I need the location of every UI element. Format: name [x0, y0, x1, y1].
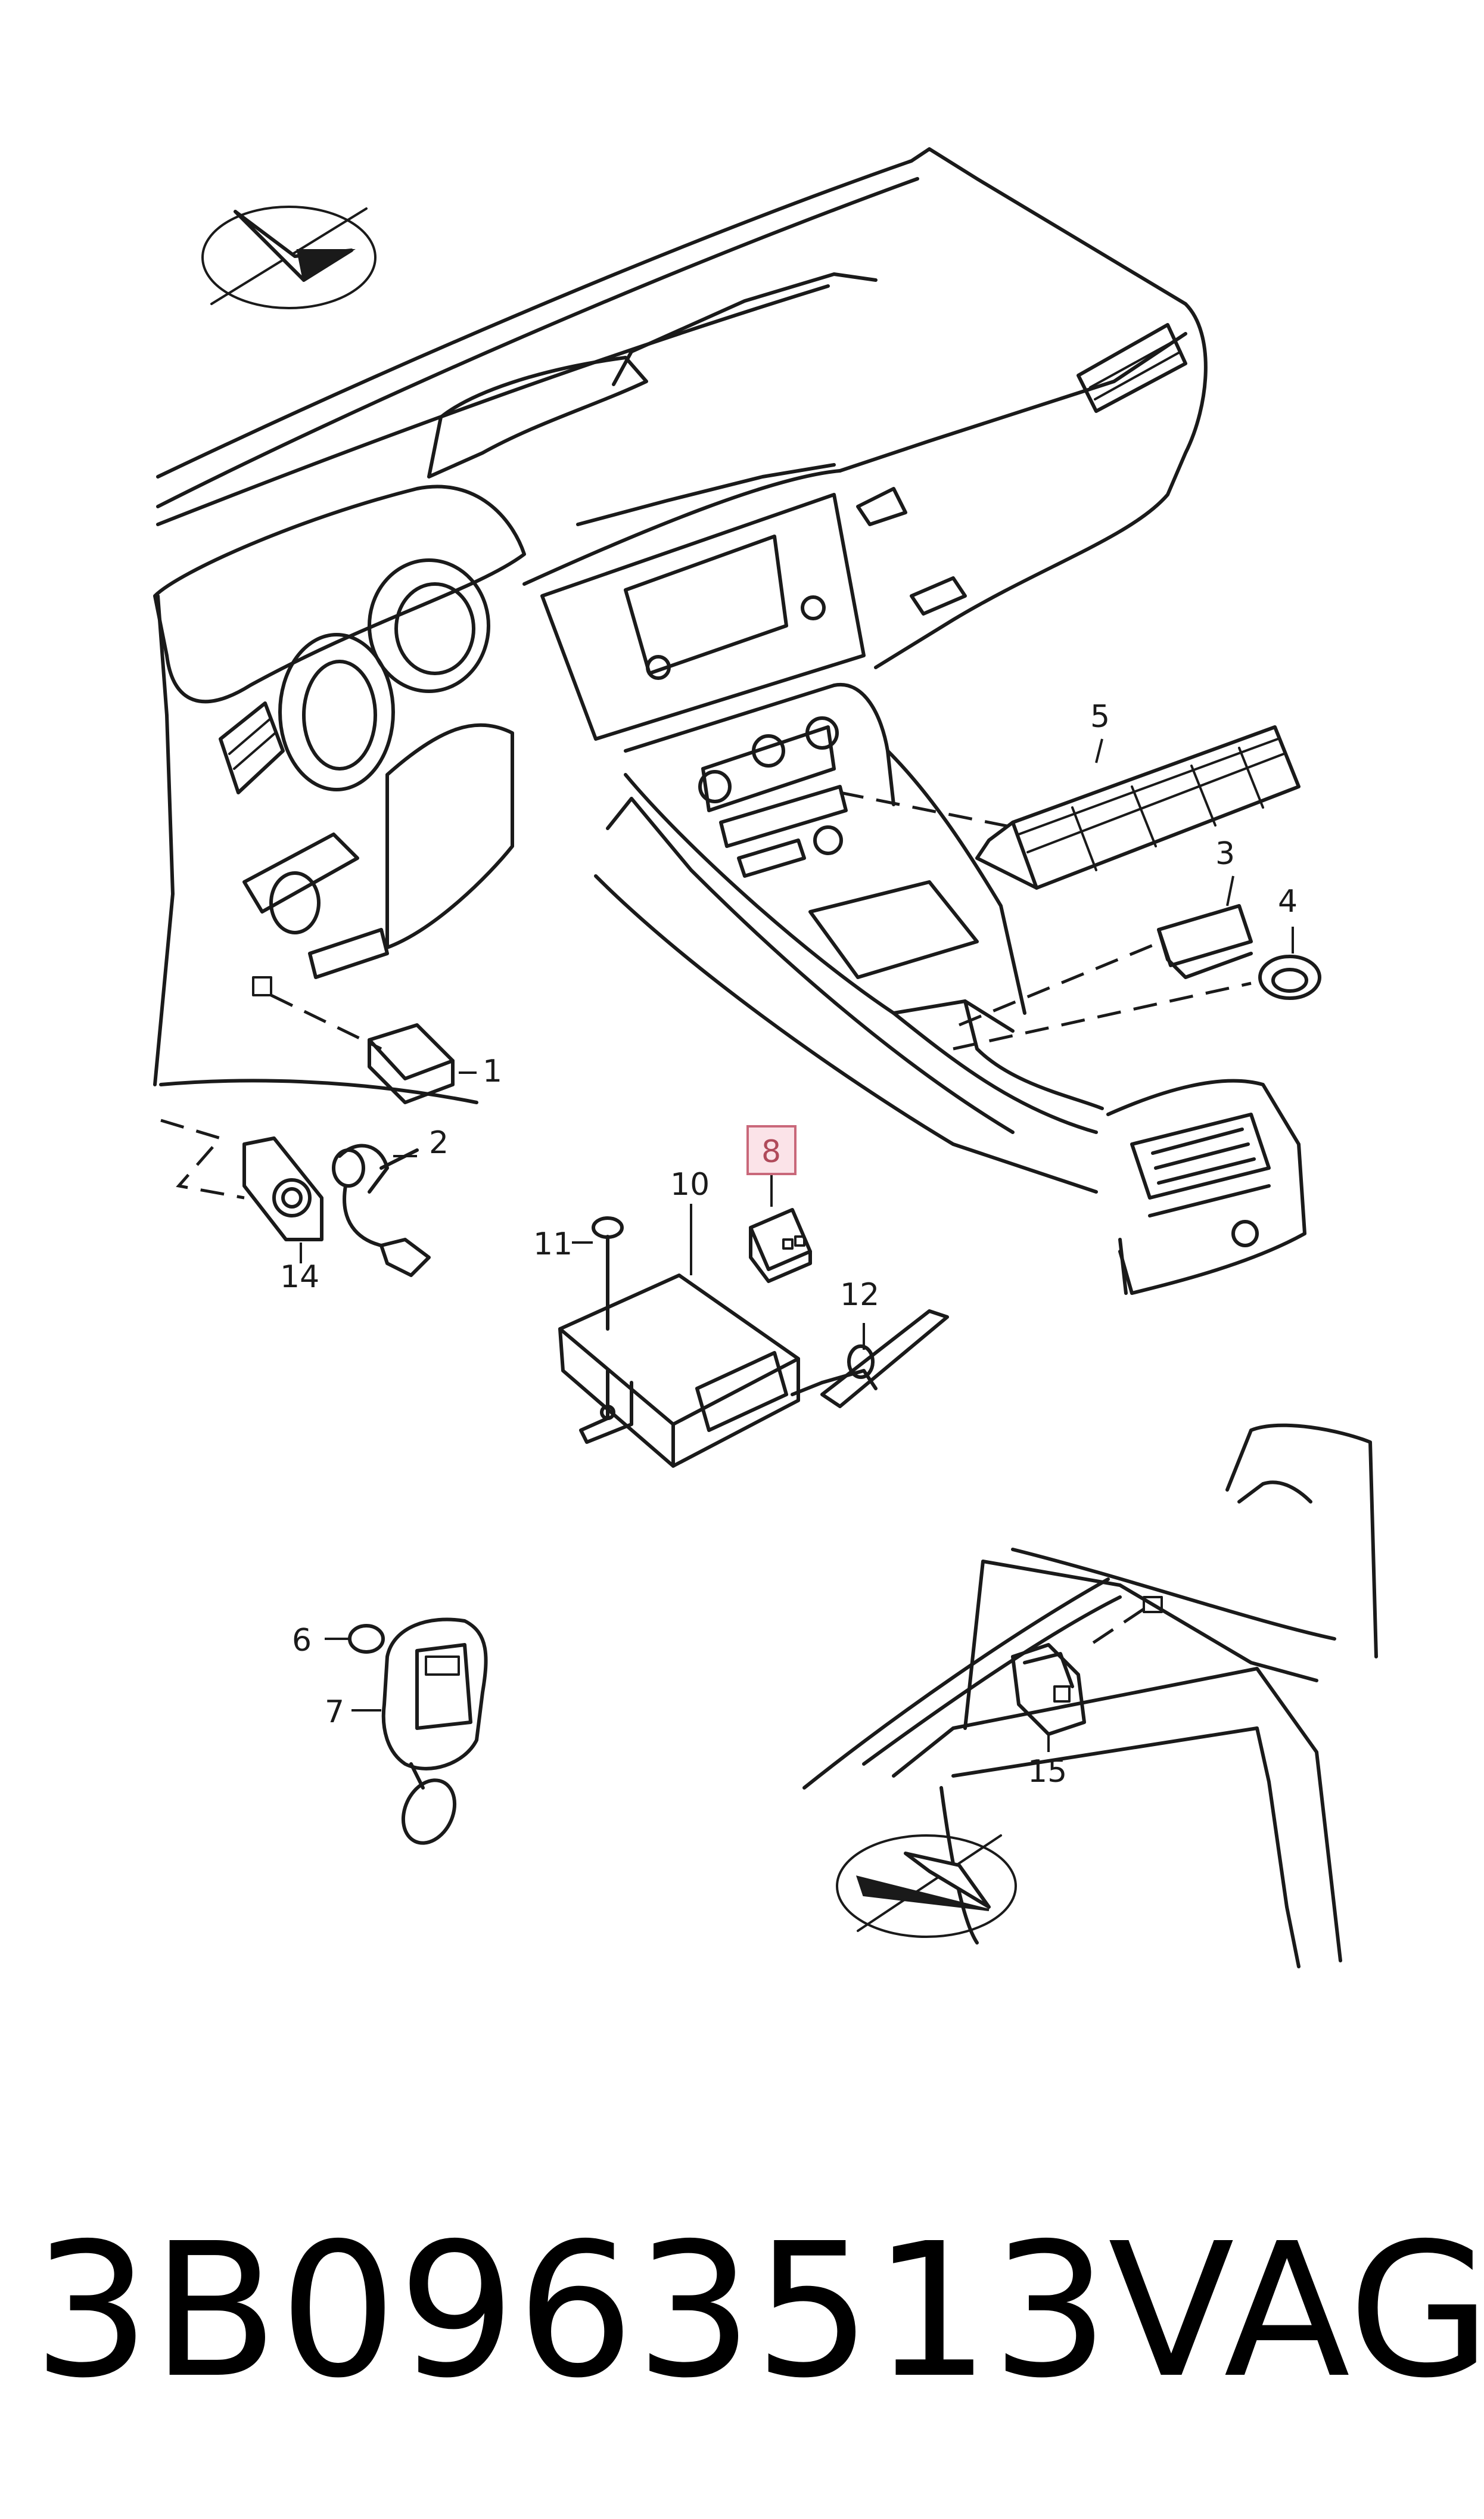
part-5-switch-module [975, 725, 1301, 890]
part-6-cap [325, 1624, 385, 1654]
callout-8: 8 [761, 1134, 781, 1170]
callout-3: 3 [1215, 836, 1235, 872]
part-7-key-fob [351, 1617, 488, 1845]
part-number: 3B0963513 [33, 2204, 1110, 2419]
part-12-cable-tie [791, 1309, 949, 1408]
callout-15: 15 [1028, 1754, 1067, 1790]
part-15-switch [1011, 1643, 1086, 1752]
callout-2: 2 [429, 1125, 449, 1161]
callout-11: 11 [533, 1226, 573, 1262]
dashboard-illustration [153, 147, 1306, 1295]
direction-arrow-icon-top [201, 206, 377, 309]
callout-8-highlight [746, 1125, 797, 1175]
callout-1: 1 [483, 1054, 502, 1089]
part-14-bracket [160, 1119, 323, 1263]
part-10-control-unit [558, 1204, 800, 1468]
door-panel-illustration [802, 1423, 1378, 1968]
part-8-relay [749, 1174, 812, 1283]
callout-14: 14 [280, 1259, 319, 1295]
direction-arrow-icon-bottom [836, 1834, 1017, 1938]
callout-5: 5 [1090, 699, 1110, 735]
callout-10: 10 [670, 1167, 710, 1203]
part-1-connector [368, 1023, 477, 1104]
callout-7: 7 [325, 1694, 344, 1730]
callout-6: 6 [292, 1623, 312, 1658]
part-3-cap [1157, 875, 1253, 979]
part-4-grommet [1258, 927, 1321, 1000]
callout-4: 4 [1278, 884, 1298, 920]
part-2-socket [332, 1144, 431, 1277]
part-11-screw [572, 1216, 624, 1331]
callouts: 1 2 3 4 5 6 7 8 10 11 12 14 15 [280, 699, 1298, 1790]
brand-label: VAG [1108, 2204, 1484, 2419]
callout-12: 12 [840, 1277, 879, 1313]
